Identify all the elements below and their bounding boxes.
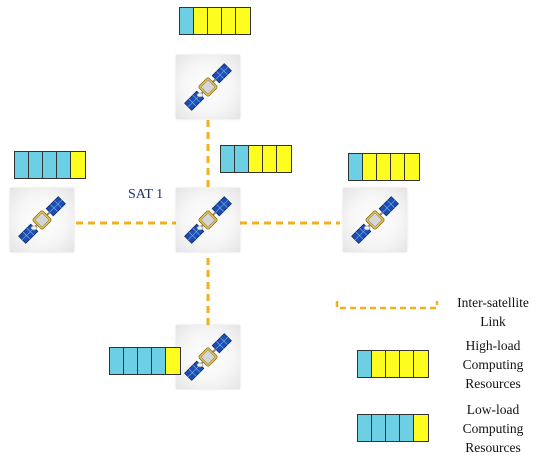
legend-link-label: Inter-satellite Link [438,293,548,331]
center-satellite-label: SAT 1 [128,187,164,202]
resource-unit-cyan [43,152,57,178]
legend-link-line-2: Link [480,314,506,329]
resource-unit-cyan [138,348,152,374]
resource-unit-yellow [391,154,405,180]
legend-high-line-1: High-load [465,338,521,353]
satellite-icon [18,196,66,244]
resource-unit-yellow [400,351,414,377]
resource-bar-right [348,153,420,181]
legend-low-line-3: Resources [465,440,521,455]
resource-unit-yellow [277,146,291,172]
legend-link-line-1: Inter-satellite [457,295,529,310]
resource-unit-cyan [372,415,386,441]
resource-unit-yellow [414,415,428,441]
resource-unit-cyan [358,415,372,441]
satellite-right [343,188,407,252]
resource-unit-cyan [386,415,400,441]
resource-unit-yellow [377,154,391,180]
resource-unit-yellow [236,8,250,34]
resource-unit-cyan [124,348,138,374]
legend-low-line-2: Computing [462,421,524,436]
resource-unit-cyan [235,146,249,172]
satellite-icon [184,333,232,381]
satellite-icon [351,196,399,244]
legend-low-load-label: Low-load Computing Resources [438,400,548,457]
satellite-icon [184,196,232,244]
resource-unit-yellow [71,152,85,178]
resource-unit-cyan [152,348,166,374]
satellite-left [10,188,74,252]
resource-bar-left [14,151,86,179]
resource-unit-yellow [222,8,236,34]
resource-unit-cyan [358,351,372,377]
resource-unit-yellow [249,146,263,172]
satellite-bottom [176,325,240,389]
legend-high-line-2: Computing [462,357,524,372]
legend-high-load-label: High-load Computing Resources [438,336,548,393]
resource-unit-yellow [263,146,277,172]
legend-high-load-bar [357,350,429,378]
resource-unit-yellow [414,351,428,377]
resource-unit-yellow [405,154,419,180]
resource-unit-cyan [57,152,71,178]
resource-unit-cyan [400,415,414,441]
resource-unit-yellow [372,351,386,377]
resource-unit-yellow [363,154,377,180]
resource-bar-bottom [109,347,181,375]
resource-unit-cyan [29,152,43,178]
resource-unit-cyan [15,152,29,178]
resource-unit-cyan [349,154,363,180]
resource-unit-cyan [221,146,235,172]
resource-unit-cyan [110,348,124,374]
legend-link-line [335,301,439,310]
resource-bar-center [220,145,292,173]
resource-unit-yellow [194,8,208,34]
resource-unit-cyan [180,8,194,34]
satellite-center [176,188,240,252]
resource-unit-yellow [386,351,400,377]
satellite-icon [184,63,232,111]
legend-low-line-1: Low-load [466,402,520,417]
legend-high-line-3: Resources [465,376,521,391]
resource-unit-yellow [166,348,180,374]
resource-unit-yellow [208,8,222,34]
legend-low-load-bar [357,414,429,442]
satellite-top [176,55,240,119]
resource-bar-top [179,7,251,35]
